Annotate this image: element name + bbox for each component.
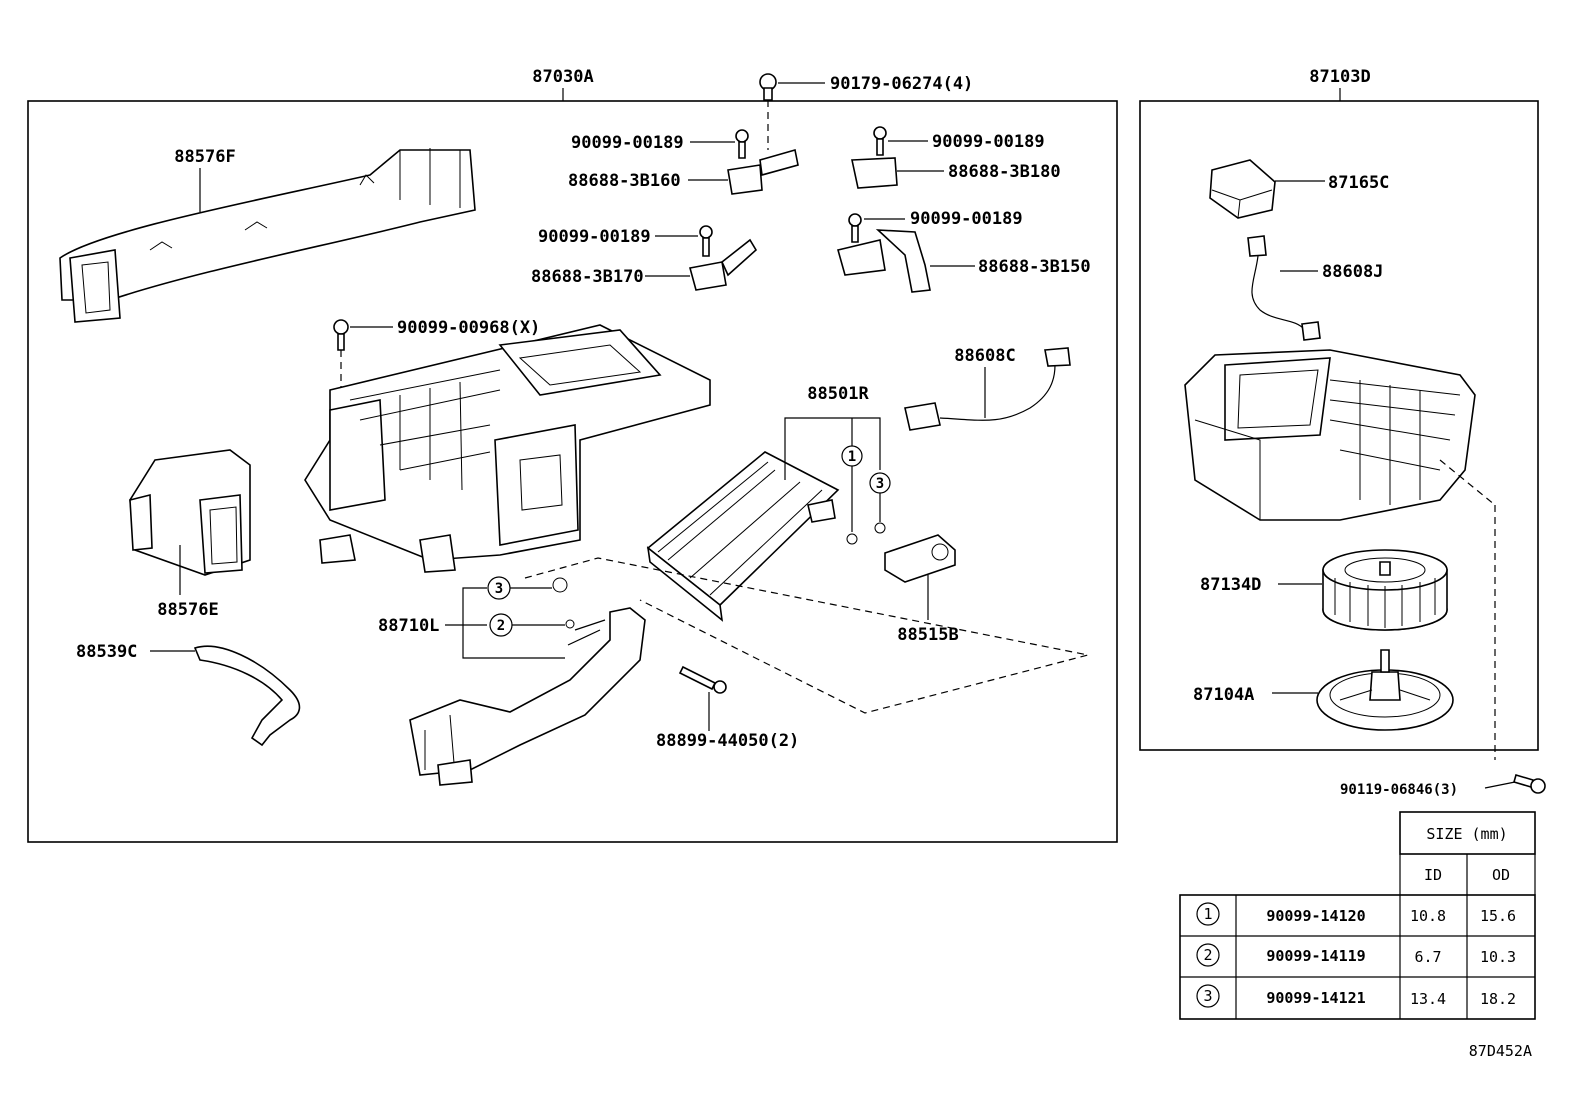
table-row-2-marker [1196,943,1220,967]
callout-88539C: 88539C [76,642,137,662]
callout-88688-3B160: 88688-3B160 [568,171,681,191]
marker-3-upper-label: 3 [876,476,884,492]
table-row-1-id: 10.8 [1410,907,1446,925]
size-table-col-od: OD [1492,866,1510,884]
duct-88576E-drawing [129,449,251,576]
table-row-3-id: 13.4 [1410,990,1446,1008]
callout-90099-00968: 90099-00968(X) [397,318,540,338]
blower-housing-drawing [1184,349,1476,521]
callout-90099-00189-a: 90099-00189 [571,133,684,153]
table-row-2-id: 6.7 [1414,948,1441,966]
table-row-2-od: 10.3 [1480,948,1516,966]
bracket-88688-3B170-drawing [688,225,758,291]
callout-88576E: 88576E [157,600,218,620]
screw-88899-44050-drawing [678,665,727,694]
figure-code: 87D452A [1469,1042,1532,1060]
harness-88608C-drawing [904,347,1071,431]
duct-88576F-drawing [59,148,476,323]
marker-1-label: 1 [848,449,856,465]
screw-90119-06846-drawing [1513,774,1546,794]
table-row-1-od: 15.6 [1480,907,1516,925]
table-row-2-part: 90099-14119 [1266,947,1365,965]
callout-90099-00189-d: 90099-00189 [910,209,1023,229]
screw-90099-00968-drawing [333,319,349,351]
callout-87134D: 87134D [1200,575,1261,595]
bracket-88688-3B180-drawing [851,126,898,189]
table-row-3-od: 18.2 [1480,990,1516,1008]
table-row-1-marker [1196,902,1220,926]
fan-87134D-drawing [1322,549,1448,631]
resistor-87165C-drawing [1209,159,1276,219]
bracket-88688-3B150-drawing [837,213,931,293]
marker-2-label: 2 [497,618,505,634]
table-row-2-ref: 2 [1203,946,1212,964]
harness-88608J-drawing [1247,235,1321,341]
heater-unit-housing-drawing [304,324,711,573]
assembly-dashed-outline [524,557,1089,714]
size-table [1179,811,1536,1020]
callout-88899-44050: 88899-44050(2) [656,731,799,751]
callout-88515B: 88515B [897,625,958,645]
callout-90099-00189-b: 90099-00189 [932,132,1045,152]
size-table-title: SIZE (mm) [1426,825,1507,843]
callout-90179-06274: 90179-06274(4) [830,74,973,94]
table-row-1-ref: 1 [1203,905,1212,923]
table-row-3-marker [1196,984,1220,1008]
callout-90119-06846: 90119-06846(3) [1340,782,1458,798]
callout-90099-00189-c: 90099-00189 [538,227,651,247]
marker-3-lower-label: 3 [495,581,503,597]
heater-core-88501R-drawing [646,451,840,622]
bolt-90179-drawing [759,73,777,101]
callout-88501R: 88501R [807,384,869,404]
callout-88576F: 88576F [174,147,235,167]
callout-88688-3B180: 88688-3B180 [948,162,1061,182]
bracket-88688-3B160-drawing [727,129,799,195]
group-box-87030A [27,100,1118,843]
callout-88608J: 88608J [1322,262,1383,282]
table-row-3-ref: 3 [1203,987,1212,1005]
callout-88688-3B150: 88688-3B150 [978,257,1091,277]
table-row-1-part: 90099-14120 [1266,907,1365,925]
group-label-87030A: 87030A [532,67,593,87]
motor-87104A-drawing [1316,649,1454,731]
pipe-88710L-drawing [409,607,646,786]
callout-87165C: 87165C [1328,173,1389,193]
callout-88710L: 88710L [378,616,439,636]
sensor-88515B-drawing [884,534,956,583]
group-box-87103D [1139,100,1539,751]
callout-87104A: 87104A [1193,685,1254,705]
callout-88688-3B170: 88688-3B170 [531,267,644,287]
size-table-col-id: ID [1424,866,1442,884]
group-label-87103D: 87103D [1309,67,1370,87]
callout-88608C: 88608C [954,346,1015,366]
hose-88539C-drawing [193,645,301,747]
table-row-3-part: 90099-14121 [1266,989,1365,1007]
